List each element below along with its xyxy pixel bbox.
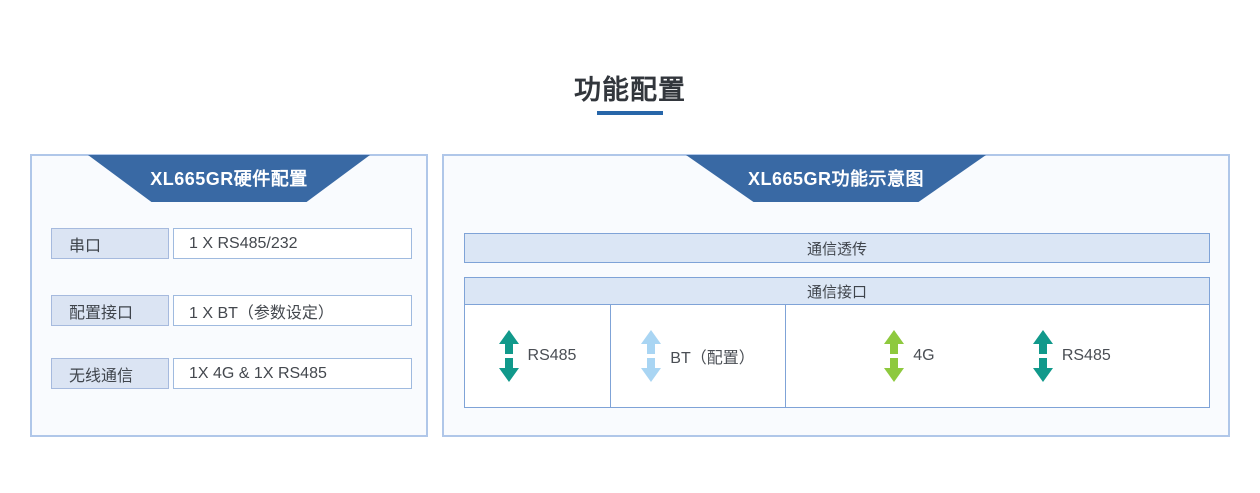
passthrough-bar: 通信透传 [464,233,1210,263]
hardware-panel-header: XL665GR硬件配置 [88,155,370,202]
spec-row-serial: 串口 1 X RS485/232 [32,228,426,259]
function-diagram-panel: XL665GR功能示意图 通信透传 通信接口 RS485 [442,154,1230,437]
interface-cell-bt: BT（配置） [611,305,786,407]
interface-item: RS485 [498,330,577,382]
spec-value: 1 X RS485/232 [173,228,412,259]
spec-row-wireless: 无线通信 1X 4G & 1X RS485 [32,358,426,389]
spec-value: 1 X BT（参数设定） [173,295,412,326]
double-arrow-vertical-icon [884,330,905,382]
hardware-config-panel: XL665GR硬件配置 串口 1 X RS485/232 配置接口 1 X BT… [30,154,428,437]
interface-cell-rs485: RS485 [465,305,611,407]
spec-row-config-interface: 配置接口 1 X BT（参数设定） [32,295,426,326]
interface-table: 通信接口 RS485 [464,277,1210,408]
double-arrow-vertical-icon [1032,330,1053,382]
hardware-panel-title: XL665GR硬件配置 [150,168,308,189]
double-arrow-vertical-icon [641,330,662,382]
interface-item: 4G [884,330,935,382]
spec-value: 1X 4G & 1X RS485 [173,358,412,389]
spec-label: 配置接口 [51,295,169,326]
interface-item-label: RS485 [1061,347,1111,364]
spec-label: 串口 [51,228,169,259]
interface-table-header: 通信接口 [465,278,1209,305]
interface-item: RS485 [1032,330,1111,382]
double-arrow-vertical-icon [498,330,519,382]
interface-item: BT（配置） [641,330,755,382]
interface-item-label: RS485 [527,347,577,364]
interface-item-label: BT（配置） [670,350,755,367]
interface-cell-4g-rs485: 4G RS485 [786,305,1209,407]
spec-label: 无线通信 [51,358,169,389]
interface-item-label: 4G [913,347,935,364]
page-title: 功能配置 [574,75,686,105]
function-panel-title: XL665GR功能示意图 [747,168,925,189]
function-panel-header: XL665GR功能示意图 [686,155,986,202]
title-underline-accent [597,111,663,115]
interface-table-body: RS485 BT（配置） [465,305,1209,407]
